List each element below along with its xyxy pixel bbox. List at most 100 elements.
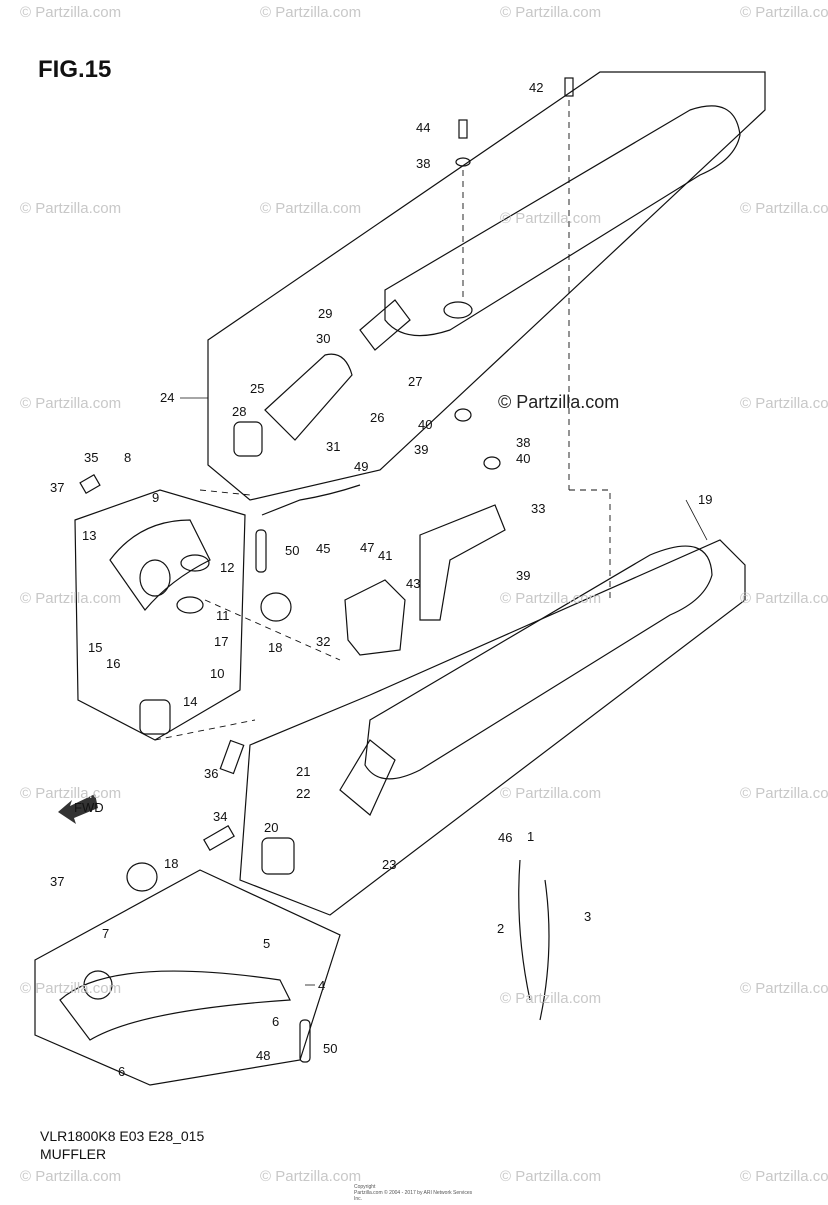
- grommet-40-a: [454, 408, 472, 422]
- section-name: MUFFLER: [40, 1146, 107, 1162]
- upper-pipe: [264, 353, 353, 441]
- callout-17: 17: [214, 634, 228, 649]
- callout-44: 44: [416, 120, 430, 135]
- callout-9: 9: [152, 490, 159, 505]
- callout-38a: 38: [416, 156, 430, 171]
- callout-37b: 37: [50, 874, 64, 889]
- gasket-34: [203, 824, 235, 852]
- callout-30: 30: [316, 331, 330, 346]
- callout-26: 26: [370, 410, 384, 425]
- upper-muffler-body: [384, 105, 741, 337]
- callout-11: 11: [216, 608, 230, 623]
- band-50-upper: [255, 529, 267, 573]
- gasket-36: [219, 739, 245, 775]
- lower-pipe-flange: [83, 970, 113, 1000]
- callout-2: 2: [497, 921, 504, 936]
- watermark: © Partzilla.com: [20, 980, 122, 997]
- callout-21: 21: [296, 764, 310, 779]
- watermark: © Partzilla.com: [500, 990, 602, 1007]
- fwd-label: FWD: [74, 800, 104, 815]
- callout-25: 25: [250, 381, 264, 396]
- leader-42b: [569, 489, 611, 600]
- watermark: © Partzilla.com: [740, 200, 828, 217]
- watermark: © Partzilla.com: [500, 1168, 602, 1185]
- callout-40a: 40: [418, 417, 432, 432]
- watermark: © Partzilla.com: [20, 200, 122, 217]
- callout-31: 31: [326, 439, 340, 454]
- watermark: © Partzilla.com: [260, 4, 362, 21]
- bolt-42: [564, 77, 574, 97]
- callout-6b: 6: [118, 1064, 125, 1079]
- leader-clamp: [204, 599, 341, 661]
- callout-39b: 39: [516, 568, 530, 583]
- callout-40b: 40: [516, 451, 530, 466]
- figure-title: FIG.15: [38, 56, 112, 83]
- callout-46: 46: [498, 830, 512, 845]
- leader-box-lower: [154, 719, 256, 741]
- callout-38b: 38: [516, 435, 530, 450]
- watermark: © Partzilla.com: [500, 4, 602, 21]
- washer-38-top: [455, 157, 471, 167]
- callout-27: 27: [408, 374, 422, 389]
- callout-1: 1: [527, 829, 534, 844]
- bracket-33: [419, 504, 506, 621]
- watermark: © Partzilla.com: [740, 395, 828, 412]
- watermark: © Partzilla.com: [500, 210, 602, 227]
- callout-45: 45: [316, 541, 330, 556]
- callout-37a: 37: [50, 480, 64, 495]
- lower-pipe-box: [34, 869, 341, 1086]
- watermark: © Partzilla.com: [260, 200, 362, 217]
- callout-34: 34: [213, 809, 227, 824]
- callout-35: 35: [84, 450, 98, 465]
- upper-gasket-sleeve: [233, 421, 263, 457]
- watermark: © Partzilla.com: [740, 785, 828, 802]
- watermark: © Partzilla.com: [20, 395, 122, 412]
- watermark: © Partzilla.com: [260, 1168, 362, 1185]
- watermark-main: © Partzilla.com: [498, 392, 620, 412]
- callout-33: 33: [531, 501, 545, 516]
- lower-exhaust-pipe: [59, 970, 291, 1041]
- callout-43: 43: [406, 576, 420, 591]
- gasket-18-lower: [126, 862, 158, 892]
- watermark: © Partzilla.com: [20, 4, 122, 21]
- callout-16: 16: [106, 656, 120, 671]
- callout-29: 29: [318, 306, 332, 321]
- callout-41: 41: [378, 548, 392, 563]
- callout-39a: 39: [414, 442, 428, 457]
- copyright-line-2: Partzilla.com © 2004 - 2017 by ARI Netwo…: [354, 1190, 473, 1202]
- callout-3: 3: [584, 909, 591, 924]
- callout-36: 36: [204, 766, 218, 781]
- callout-labels: 1 2 3 4 5 6 6 6 7 8 9 10 11 12 13 14 15 …: [50, 80, 712, 1079]
- callout-23: 23: [382, 857, 396, 872]
- throttle-cables: [518, 859, 550, 1021]
- leader-box-upper: [199, 489, 251, 496]
- lower-muffler-body: [364, 545, 713, 780]
- watermark: © Partzilla.com: [500, 590, 602, 607]
- callout-10: 10: [210, 666, 224, 681]
- callout-50b: 50: [323, 1041, 337, 1056]
- watermark: © Partzilla.com: [740, 980, 828, 997]
- lower-muffler-inlet: [339, 739, 396, 816]
- bracket-32: [344, 579, 406, 656]
- front-pipe-body: [109, 519, 211, 611]
- watermark: © Partzilla.com: [740, 590, 828, 607]
- callout-48: 48: [256, 1048, 270, 1063]
- gasket-18-upper: [260, 592, 292, 622]
- callout-47: 47: [360, 540, 374, 555]
- callout-28: 28: [232, 404, 246, 419]
- callout-4: 4: [318, 978, 325, 993]
- callout-20: 20: [264, 820, 278, 835]
- sleeve-14: [139, 699, 171, 735]
- callout-6a: 6: [272, 1014, 279, 1029]
- watermark: © Partzilla.com: [20, 590, 122, 607]
- copyright-notice: Copyright Partzilla.com © 2004 - 2017 by…: [354, 1184, 474, 1202]
- leader-19: [685, 499, 708, 541]
- sleeve-20: [261, 837, 295, 875]
- fwd-arrow-icon: FWD: [58, 794, 104, 824]
- upper-muffler-mount-ring: [443, 301, 473, 319]
- watermark: © Partzilla.com: [500, 785, 602, 802]
- callout-7: 7: [102, 926, 109, 941]
- callout-18b: 18: [164, 856, 178, 871]
